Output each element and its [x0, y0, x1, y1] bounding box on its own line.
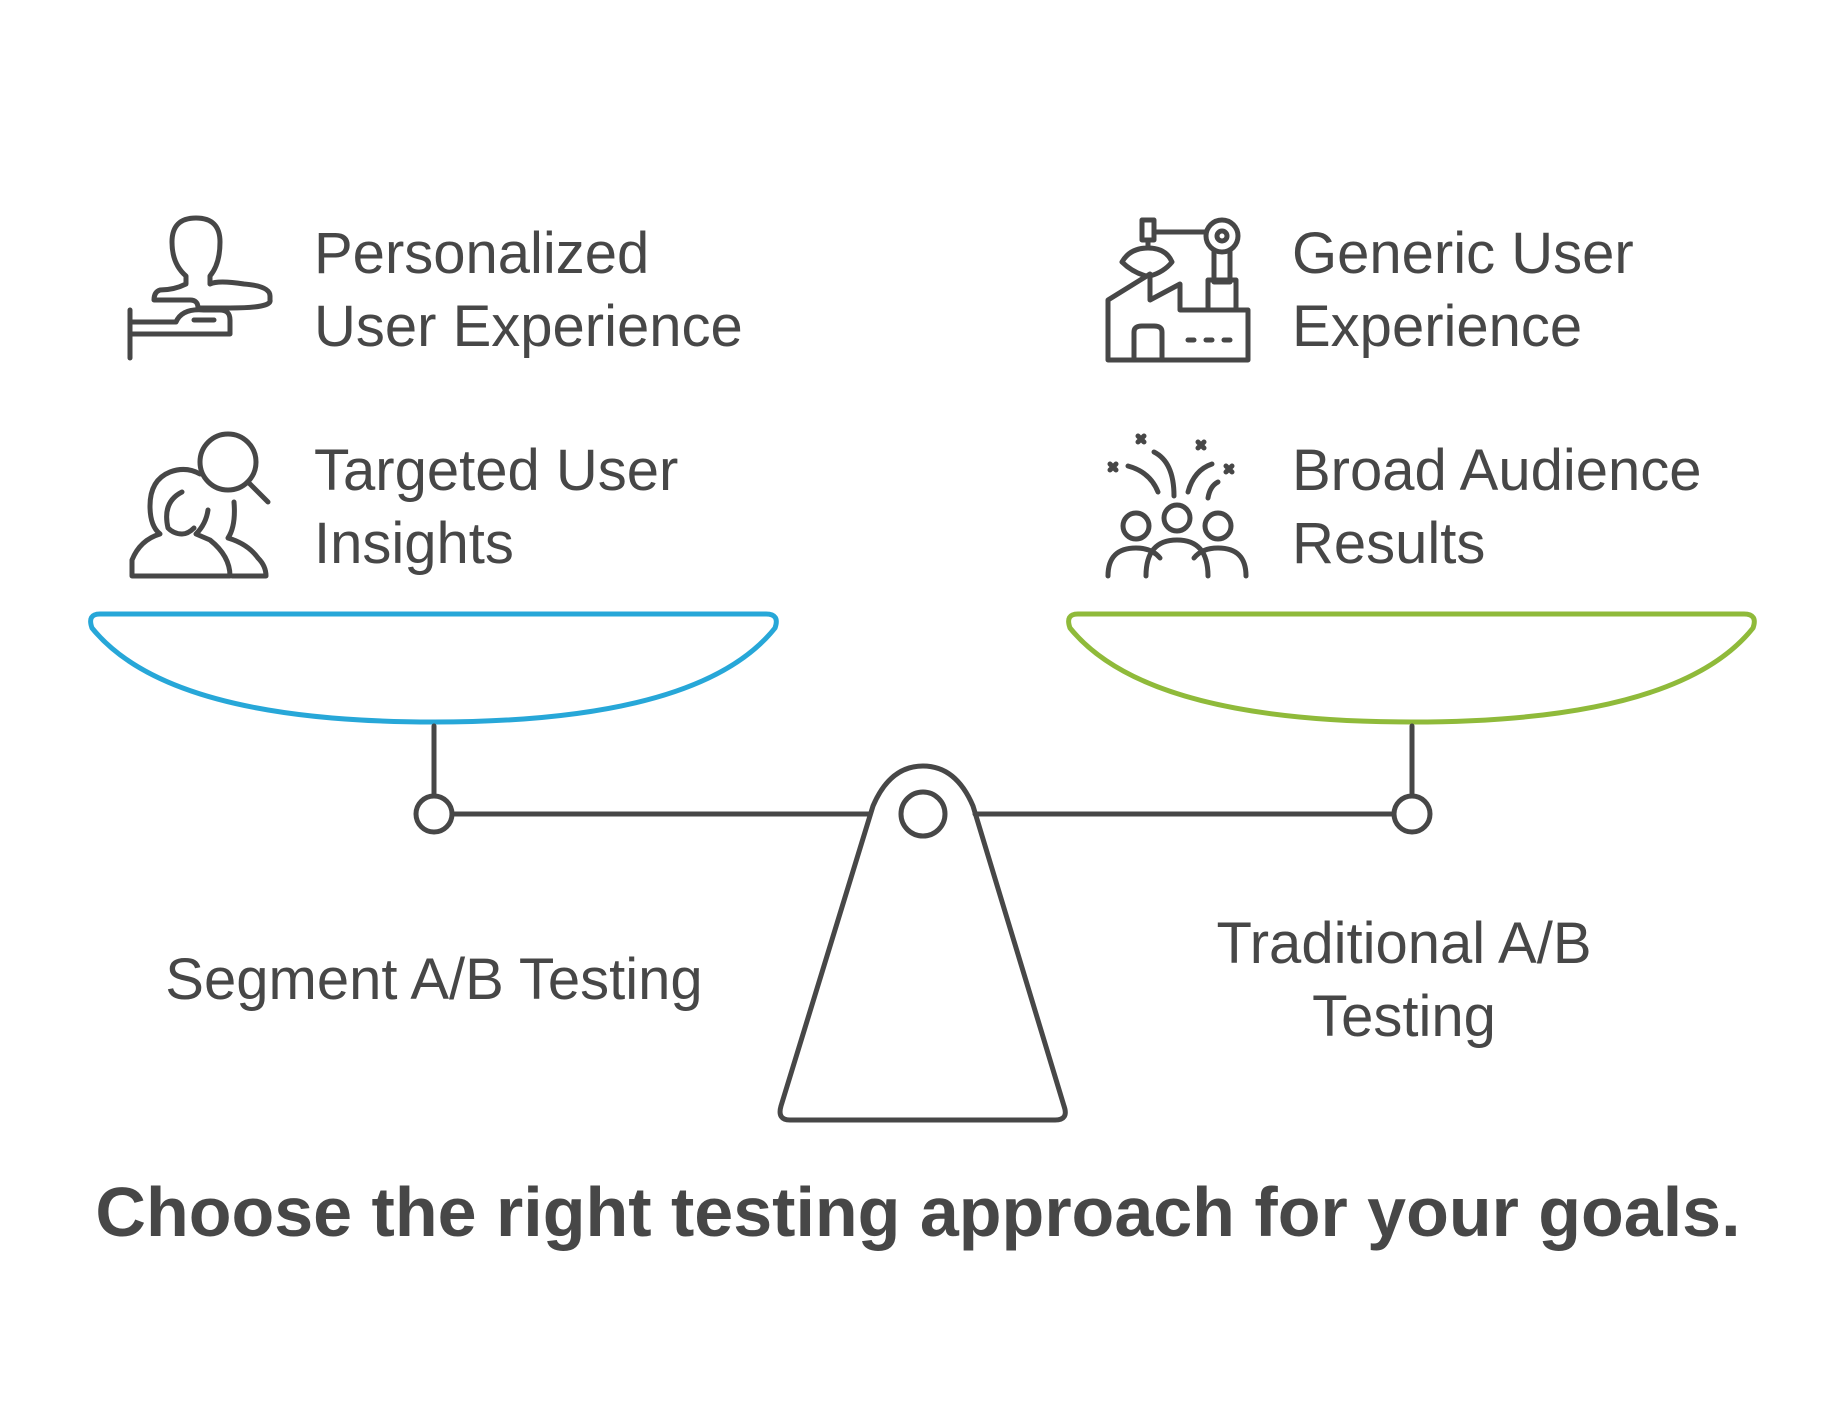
label-line: Results [1292, 511, 1486, 576]
user-insights-icon [129, 431, 271, 579]
broad-audience-results-label: Broad Audience Results [1292, 434, 1702, 580]
audience-results-icon [1105, 433, 1249, 579]
label-line: Personalized [314, 221, 650, 286]
label-line: Broad Audience [1292, 438, 1702, 503]
factory-icon [1105, 217, 1251, 363]
right-pivot [1391, 793, 1433, 835]
targeted-user-insights-label: Targeted User Insights [314, 434, 678, 580]
right-scale-pan [1066, 611, 1757, 725]
label-line: User Experience [314, 294, 743, 359]
scale-fulcrum [777, 763, 1068, 1123]
segment-ab-testing-label: Segment A/B Testing [165, 947, 703, 1012]
label-line: Traditional A/B [1216, 911, 1592, 976]
user-experience-icon [127, 215, 273, 361]
footer-caption: Choose the right testing approach for yo… [95, 1173, 1741, 1251]
traditional-ab-testing-label: Traditional A/B Testing [1144, 907, 1664, 1053]
left-scale-pan [88, 611, 779, 725]
personalized-user-experience-label: Personalized User Experience [314, 217, 743, 363]
label-line: Targeted User [314, 438, 679, 503]
left-pivot [413, 793, 455, 835]
center-pivot [898, 789, 948, 839]
label-line: Experience [1292, 294, 1583, 359]
label-line: Insights [314, 511, 514, 576]
generic-user-experience-label: Generic User Experience [1292, 217, 1634, 363]
label-line: Testing [1312, 984, 1496, 1049]
label-line: Generic User [1292, 221, 1634, 286]
